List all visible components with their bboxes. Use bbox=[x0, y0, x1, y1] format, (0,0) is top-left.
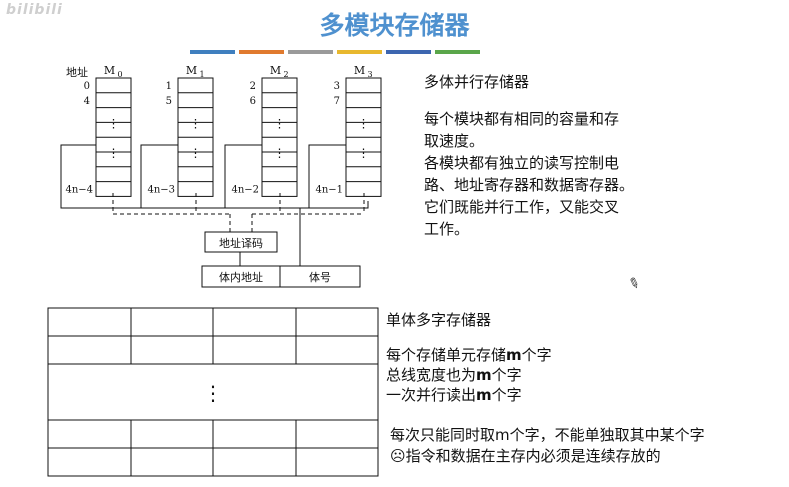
description-line: 工作。 bbox=[424, 220, 470, 238]
description-line: 每个模块都有相同的容量和存 bbox=[424, 110, 620, 128]
description-line: 每个存储单元存储m个字 bbox=[386, 346, 552, 364]
module-name: M bbox=[186, 64, 197, 77]
description-line: 一次并行读出m个字 bbox=[386, 386, 522, 404]
multi-bank-heading: 多体并行存储器 bbox=[424, 73, 530, 91]
module-address-second: 7 bbox=[334, 96, 340, 107]
address-decoder-label: 地址译码 bbox=[219, 236, 263, 250]
address-bus-lines bbox=[60, 144, 369, 266]
description-line: 路、地址寄存器和数据寄存器。 bbox=[424, 176, 635, 194]
accent-color-bars bbox=[190, 50, 480, 54]
module-subscript: 3 bbox=[368, 70, 373, 79]
address-decoder-box bbox=[204, 231, 278, 253]
module-address-top: 0 bbox=[84, 81, 90, 92]
module-address-bottom: 4n−1 bbox=[315, 185, 343, 196]
module-name: M bbox=[354, 64, 365, 77]
module-ellipsis: ⋮ bbox=[274, 146, 286, 160]
description-line: 总线宽度也为m个字 bbox=[386, 366, 522, 384]
module-address-second: 6 bbox=[250, 96, 256, 107]
single-bank-notes: 每次只能同时取m个字，不能单独取其中某个字 ☹指令和数据在主存内必须是连续存放的 bbox=[390, 425, 705, 467]
description-line: 取速度。 bbox=[424, 132, 485, 150]
module-address-top: 3 bbox=[334, 81, 340, 92]
table-ellipsis: ⋮ bbox=[203, 381, 223, 405]
accent-bar bbox=[386, 50, 431, 54]
module-address-second: 5 bbox=[166, 96, 172, 107]
description-line: 它们既能并行工作，又能交叉 bbox=[424, 198, 620, 216]
description-line: 各模块都有独立的读写控制电 bbox=[424, 154, 620, 172]
module-ellipsis: ⋮ bbox=[190, 116, 202, 130]
module-name: M bbox=[270, 64, 281, 77]
module-ellipsis: ⋮ bbox=[358, 116, 370, 130]
module-address-top: 2 bbox=[250, 81, 256, 92]
module-subscript: 2 bbox=[284, 70, 289, 79]
accent-bar bbox=[190, 50, 235, 54]
module-address-bottom: 4n−3 bbox=[147, 185, 175, 196]
address-column-label: 地址 bbox=[66, 65, 88, 79]
module-ellipsis: ⋮ bbox=[108, 116, 120, 130]
note-line: ☹指令和数据在主存内必须是连续存放的 bbox=[390, 447, 661, 465]
multi-bank-description: 每个模块都有相同的容量和存 取速度。 各模块都有独立的读写控制电 路、地址寄存器… bbox=[424, 108, 634, 240]
accent-bar bbox=[337, 50, 382, 54]
module-ellipsis: ⋮ bbox=[358, 146, 370, 160]
accent-bar bbox=[435, 50, 480, 54]
accent-bar bbox=[239, 50, 284, 54]
module-address-bottom: 4n−2 bbox=[231, 185, 259, 196]
module-ellipsis: ⋮ bbox=[190, 146, 202, 160]
module-subscript: 1 bbox=[200, 70, 205, 79]
bilibili-watermark: bilibili bbox=[6, 2, 63, 18]
decoder-select-lines bbox=[112, 193, 365, 232]
single-bank-description: 每个存储单元存储m个字 总线宽度也为m个字 一次并行读出m个字 bbox=[386, 345, 552, 405]
inner-address-label: 体内地址 bbox=[219, 270, 263, 284]
module-address-top: 1 bbox=[166, 81, 172, 92]
module-address-second: 4 bbox=[84, 96, 90, 107]
slide-title: 多模块存储器 bbox=[319, 11, 470, 40]
bank-number-label: 体号 bbox=[309, 270, 331, 284]
accent-bar bbox=[288, 50, 333, 54]
module-ellipsis: ⋮ bbox=[108, 146, 120, 160]
address-register-box bbox=[201, 265, 361, 288]
note-line: 每次只能同时取m个字，不能单独取其中某个字 bbox=[390, 426, 705, 444]
module-name: M bbox=[104, 64, 115, 77]
module-subscript: 0 bbox=[118, 70, 123, 79]
module-ellipsis: ⋮ bbox=[274, 116, 286, 130]
module-address-bottom: 4n−4 bbox=[65, 185, 93, 196]
single-bank-heading: 单体多字存储器 bbox=[386, 311, 492, 329]
